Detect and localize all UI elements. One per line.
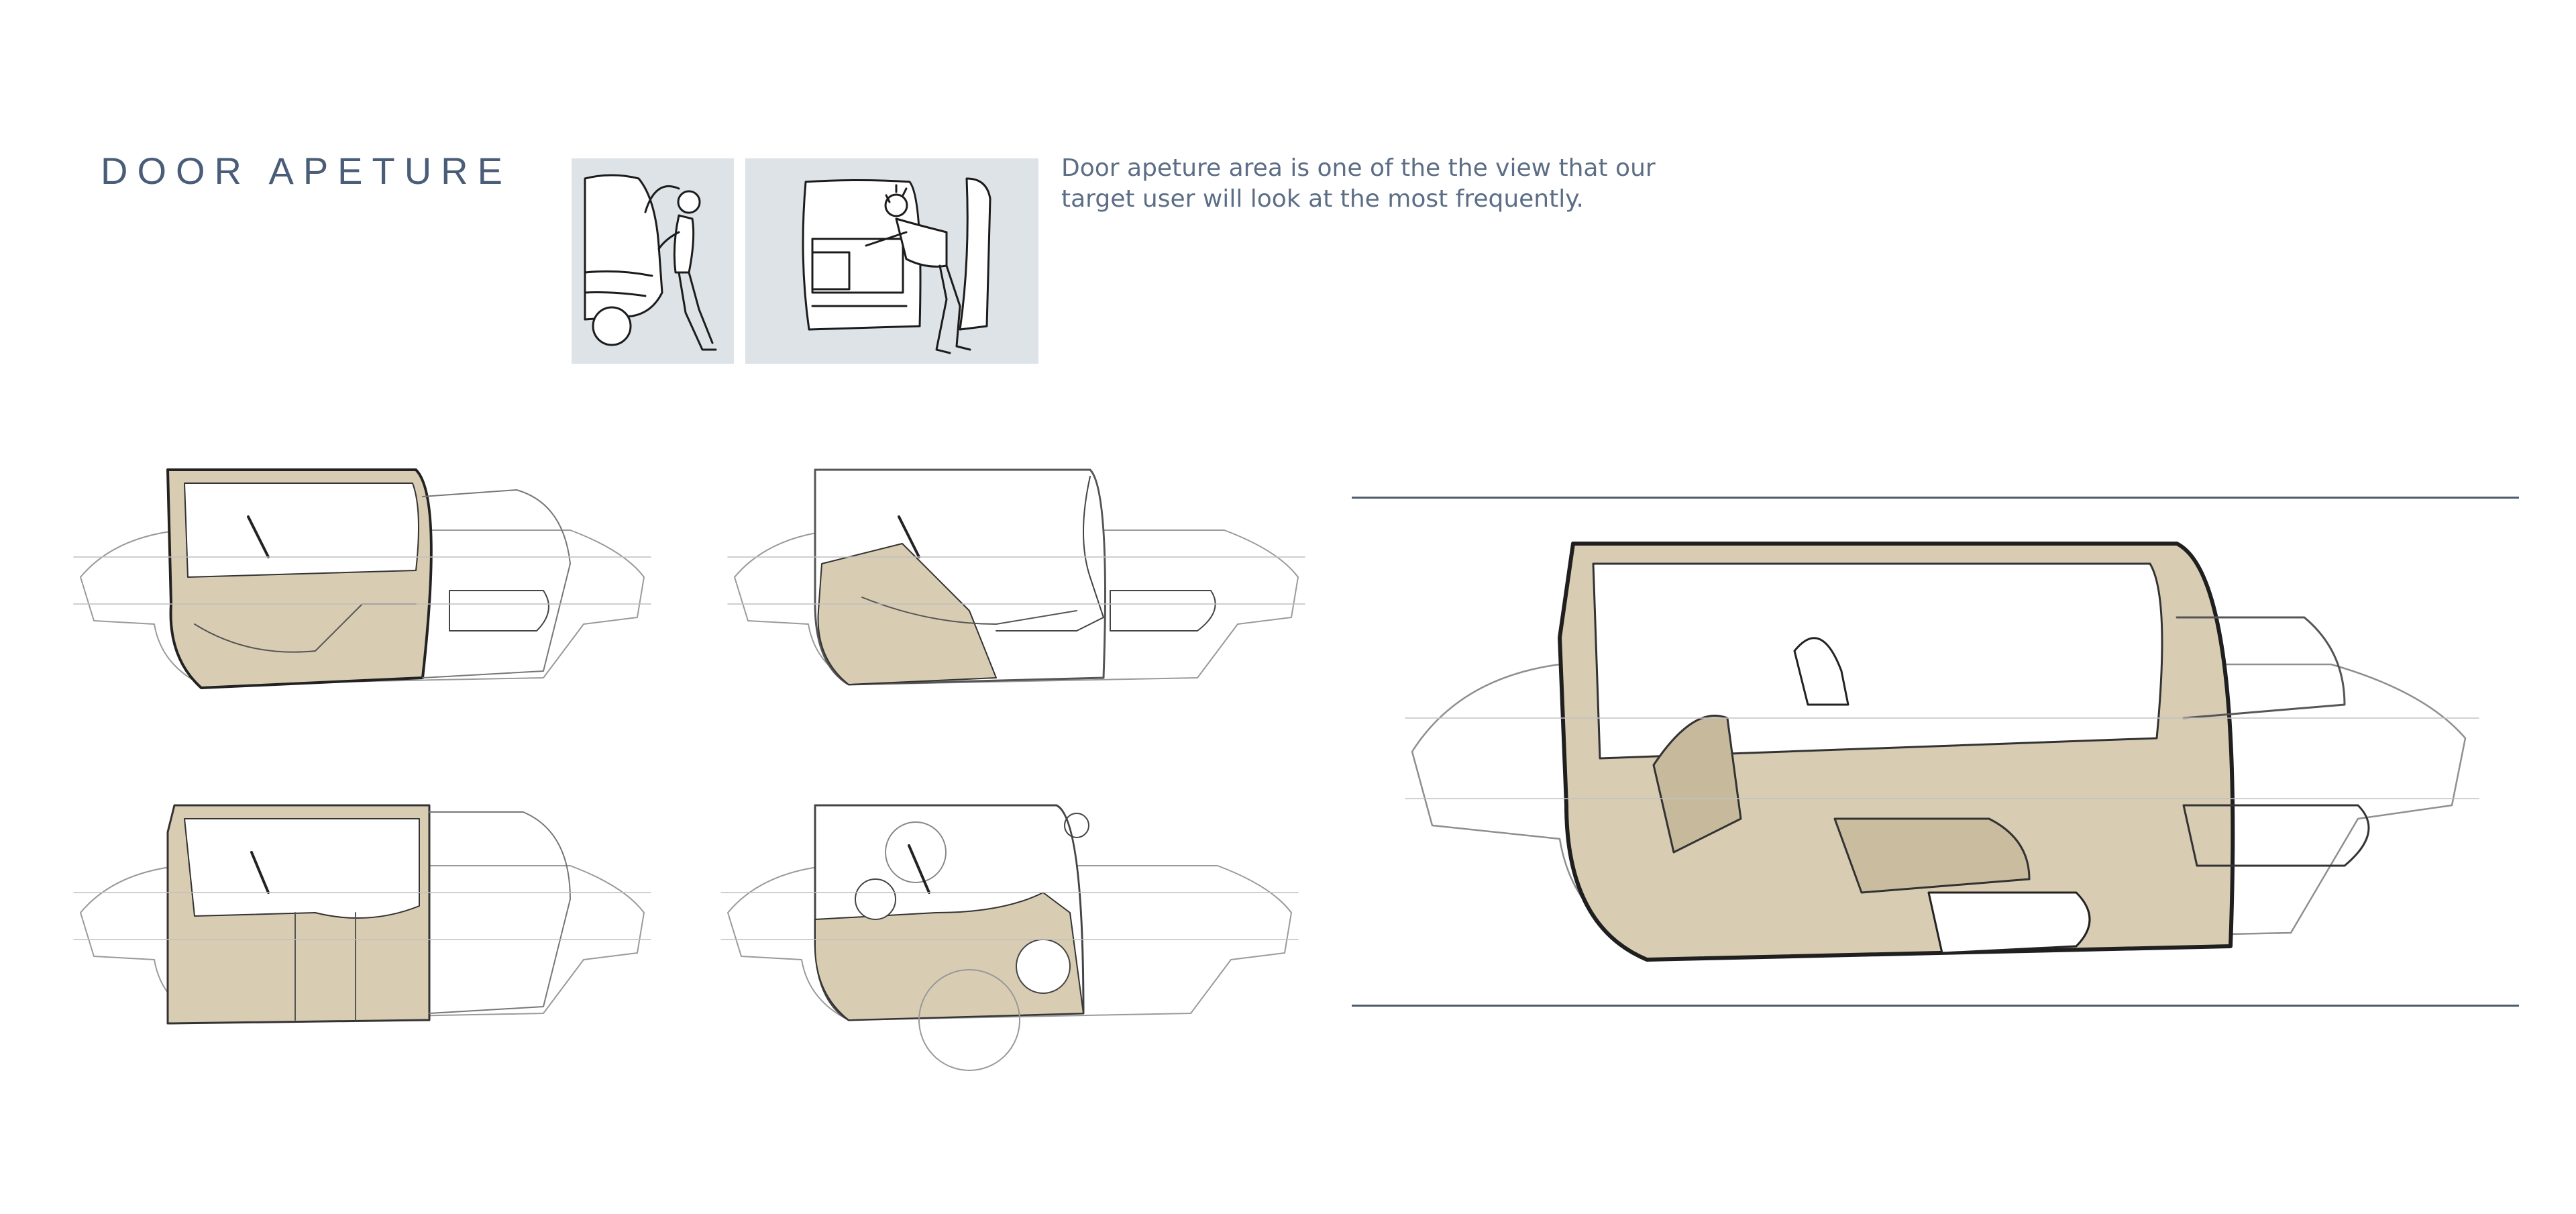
description-text: Door apeture area is one of the the view… <box>1061 153 1665 215</box>
door-aperture-sketch-4 <box>720 792 1299 1074</box>
door-aperture-hero-sketch <box>1405 517 2479 987</box>
door-aperture-sketch-2 <box>727 456 1305 705</box>
person-loading-box-into-door-illustration <box>745 158 1038 364</box>
door-aperture-sketch-1 <box>73 456 651 705</box>
door-aperture-sketch-3 <box>73 792 651 1040</box>
hero-sketch-frame <box>1352 497 2519 1007</box>
description-line-2: target user will look at the most freque… <box>1061 185 1584 213</box>
page-title: DOOR APETURE <box>101 150 512 192</box>
top-divider <box>1352 497 2519 499</box>
description-line-1: Door apeture area is one of the the view… <box>1061 154 1656 182</box>
bottom-divider <box>1352 1005 2519 1007</box>
person-leaning-into-car-illustration <box>572 158 734 364</box>
